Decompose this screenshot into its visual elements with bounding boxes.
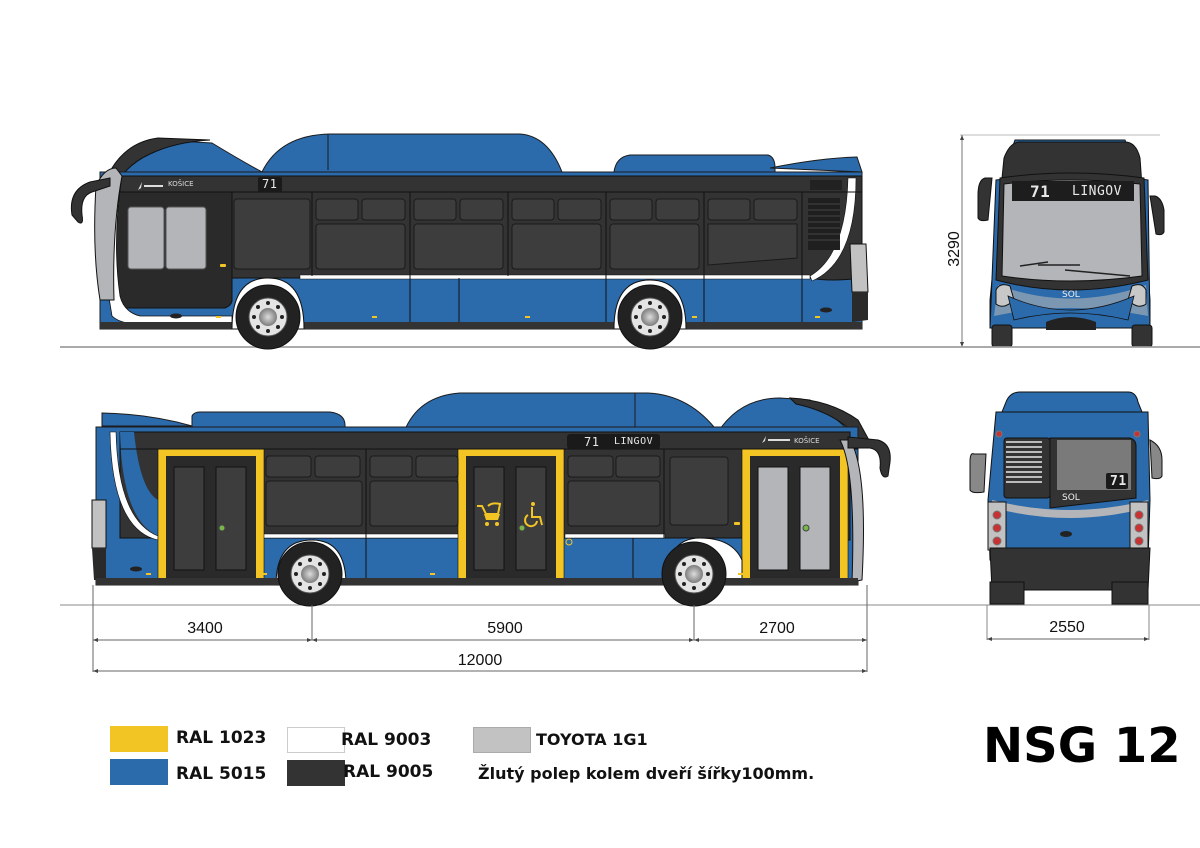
door-stripe-note: Žlutý polep kolem dveří šířky100mm. (478, 764, 815, 783)
front-view (940, 134, 1165, 348)
front-route-number: 71 (1030, 182, 1051, 201)
legend-label-ral-5015: RAL 5015 (176, 764, 267, 784)
legend-label-toyota-1g1: TOYOTA 1G1 (536, 730, 648, 749)
right-side-route-number: 71 (584, 435, 600, 449)
legend-label-ral-9003: RAL 9003 (341, 730, 432, 750)
length-dimensions (92, 585, 868, 673)
total-length-dimension: 12000 (457, 652, 503, 669)
wheelbase-dimension: 5900 (487, 620, 523, 637)
right-side-destination: LINGOV (614, 436, 654, 447)
left-side-view (60, 133, 1200, 350)
front-destination: LINGOV (1072, 184, 1122, 199)
swatch-ral-1023 (110, 726, 168, 752)
swatch-toyota-1g1 (473, 727, 531, 753)
rear-overhang-dimension: 2700 (759, 620, 795, 637)
legend-label-ral-1023: RAL 1023 (176, 728, 267, 748)
right-side-view (60, 392, 1200, 607)
width-dimension: 2550 (1049, 619, 1085, 636)
front-overhang-dimension: 3400 (187, 620, 223, 637)
left-side-route-sign: 71 (262, 177, 278, 191)
rear-view (940, 391, 1163, 641)
swatch-ral-9003 (287, 727, 345, 753)
rear-brand-badge: SOL (1062, 493, 1080, 503)
front-brand-badge: SOL (1062, 290, 1080, 300)
rear-door (157, 448, 265, 586)
left-side-city-logo: KOŠICE (168, 180, 194, 188)
height-dimension: 3290 (946, 231, 963, 267)
right-side-city-logo: KOŠICE (794, 437, 820, 445)
middle-door (457, 448, 565, 586)
model-title: NSG 12 (983, 718, 1181, 774)
swatch-ral-5015 (110, 759, 168, 785)
legend-label-ral-9005: RAL 9005 (343, 762, 434, 782)
swatch-ral-9005 (287, 760, 345, 786)
rear-route-number: 71 (1110, 474, 1127, 489)
front-door (741, 448, 849, 586)
